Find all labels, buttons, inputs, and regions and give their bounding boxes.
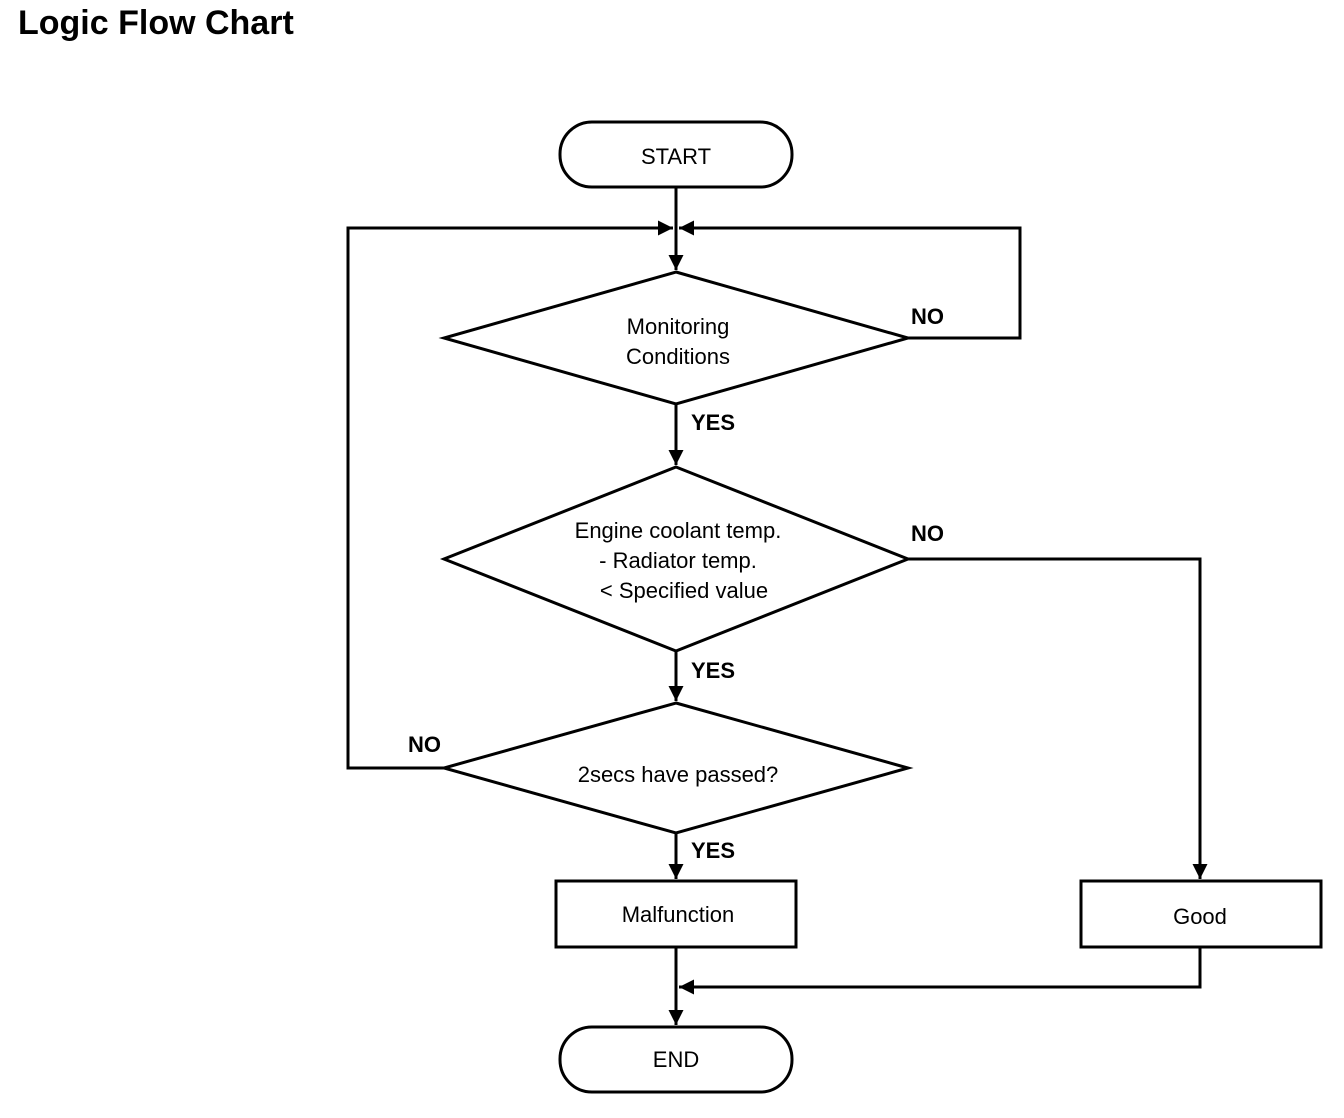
edge-good-to-end bbox=[679, 947, 1202, 995]
malfunction-label: Malfunction bbox=[622, 902, 735, 927]
malfunction-box: Malfunction bbox=[554, 879, 798, 949]
coolant-no-label: NO bbox=[911, 521, 944, 546]
start-node: START bbox=[558, 120, 794, 189]
coolant-label-line2: - Radiator temp. bbox=[599, 548, 757, 573]
monitoring-conditions-decision: Monitoring Conditions bbox=[438, 270, 914, 406]
edge-coolant-no-to-good bbox=[908, 557, 1208, 879]
timer-label: 2secs have passed? bbox=[578, 762, 779, 787]
end-node: END bbox=[558, 1025, 794, 1094]
coolant-temp-decision: Engine coolant temp. - Radiator temp. < … bbox=[439, 465, 913, 653]
start-label: START bbox=[641, 144, 711, 169]
monitoring-label-line2: Conditions bbox=[626, 344, 730, 369]
good-label: Good bbox=[1173, 904, 1227, 929]
timer-decision: 2secs have passed? bbox=[438, 701, 914, 835]
connectors bbox=[346, 187, 1208, 1025]
monitoring-no-label: NO bbox=[911, 304, 944, 329]
timer-no-label: NO bbox=[408, 732, 441, 757]
edge-monitoring-no-loop bbox=[679, 220, 1022, 340]
monitoring-yes-label: YES bbox=[691, 410, 735, 435]
coolant-label-line3: < Specified value bbox=[600, 578, 768, 603]
timer-yes-label: YES bbox=[691, 838, 735, 863]
page-title: Logic Flow Chart bbox=[18, 4, 294, 42]
edge-timer-no-loop bbox=[346, 220, 673, 770]
monitoring-label-line1: Monitoring bbox=[627, 314, 730, 339]
coolant-yes-label: YES bbox=[691, 658, 735, 683]
end-label: END bbox=[653, 1047, 699, 1072]
good-box: Good bbox=[1079, 879, 1323, 949]
coolant-label-line1: Engine coolant temp. bbox=[575, 518, 782, 543]
